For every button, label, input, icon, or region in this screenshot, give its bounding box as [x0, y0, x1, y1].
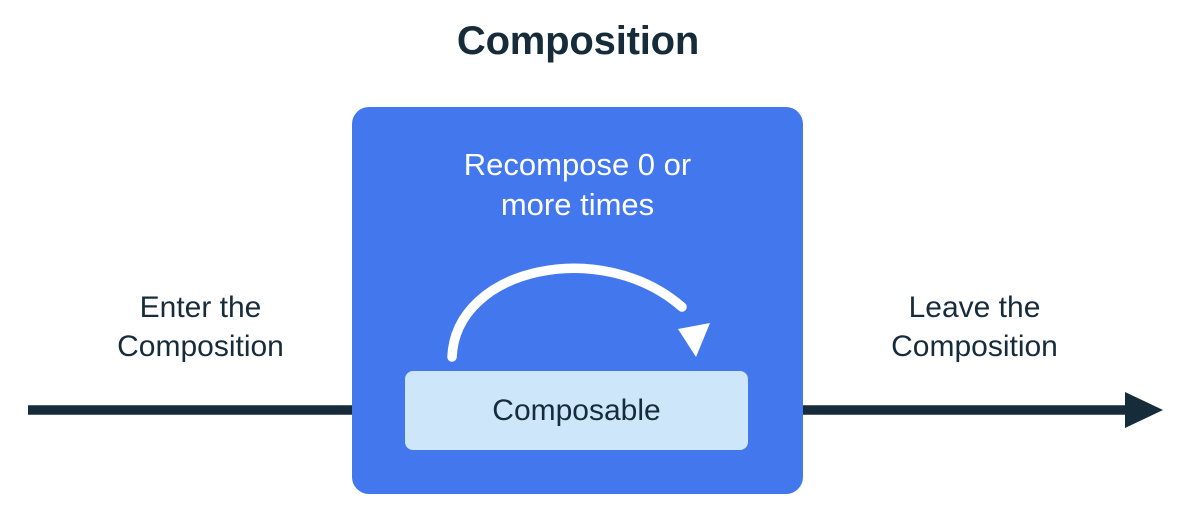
enter-arrow-icon [28, 392, 405, 428]
page-title: Composition [456, 19, 700, 63]
leave-composition-label: Leave the Composition [822, 288, 1127, 366]
enter-composition-label: Enter the Composition [48, 288, 353, 366]
enter-label-line1: Enter the [139, 291, 262, 324]
enter-label-line2: Composition [117, 330, 284, 363]
leave-label-line2: Composition [891, 330, 1058, 363]
recompose-label-line1: Recompose 0 or [463, 147, 692, 182]
composable-box: Composable [405, 371, 748, 450]
recompose-label: Recompose 0 or more times [352, 145, 803, 224]
leave-label-line1: Leave the [908, 291, 1041, 324]
leave-arrow-icon [748, 392, 1163, 428]
recompose-label-line2: more times [500, 186, 655, 222]
composable-label: Composable [492, 393, 661, 427]
